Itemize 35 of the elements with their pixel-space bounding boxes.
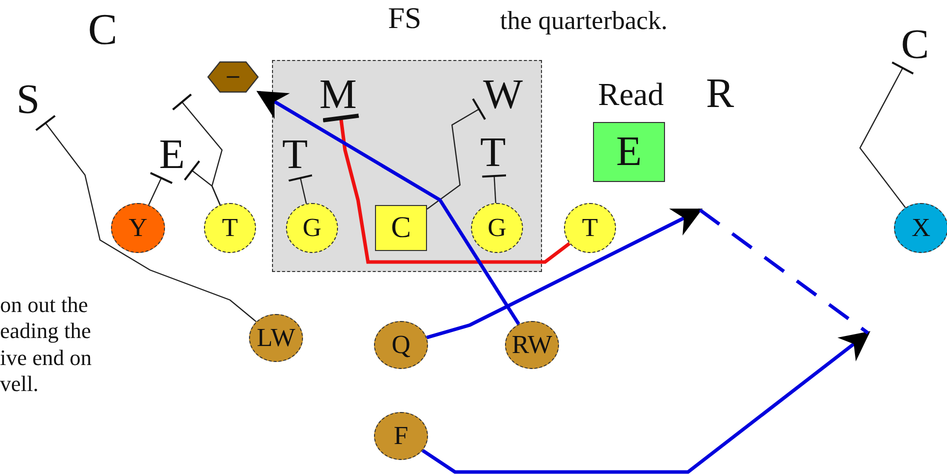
position-letter: M: [316, 72, 360, 118]
position-letter: E: [152, 132, 192, 178]
block-line: [481, 174, 508, 204]
read-label: Read: [598, 76, 664, 113]
player-square: C: [375, 205, 427, 251]
position-letter: S: [10, 77, 46, 123]
position-letter: R: [706, 70, 734, 118]
player-circle: Q: [374, 321, 428, 369]
route-arrow: [256, 90, 520, 326]
position-letter: FS: [388, 2, 422, 36]
player-circle: T: [204, 203, 256, 253]
position-letter: W: [479, 72, 527, 118]
block-line: [172, 93, 223, 206]
player-circle: Y: [111, 203, 165, 253]
player-circle: RW: [505, 321, 559, 369]
route-arrow: [422, 331, 870, 474]
position-letter: T: [277, 132, 313, 178]
player-square: E: [593, 122, 665, 182]
player-circle: T: [564, 203, 616, 253]
block-line: [148, 172, 174, 206]
position-letter: C: [895, 22, 935, 68]
position-letter: T: [475, 130, 511, 176]
caption-text: the quarterback.: [500, 6, 668, 36]
football-hexagon: [207, 61, 259, 93]
block-line: [288, 174, 314, 204]
player-circle: F: [374, 412, 428, 460]
block-line: [34, 114, 257, 322]
position-letter: C: [88, 4, 118, 55]
block-line: [426, 98, 486, 210]
block-line: [320, 114, 571, 264]
route-arrow: [426, 208, 703, 340]
player-circle: X: [894, 203, 947, 253]
block-line: [859, 61, 914, 208]
note-text: on out the eading the ive end on vell.: [0, 292, 93, 398]
player-circle: LW: [249, 314, 303, 362]
